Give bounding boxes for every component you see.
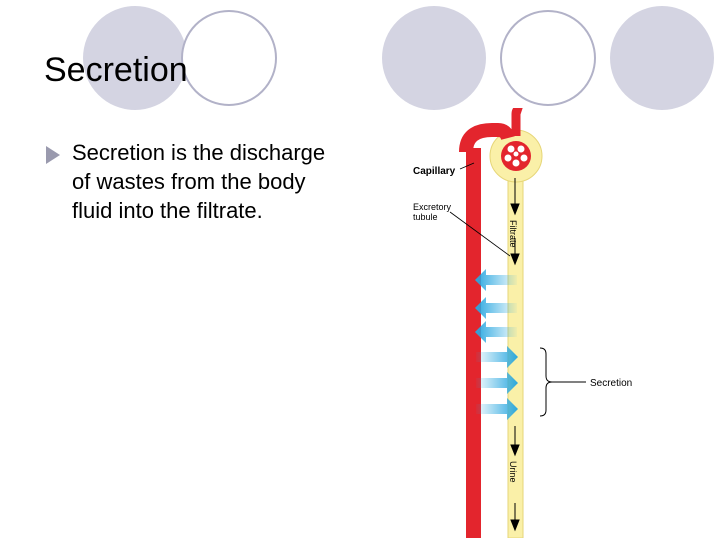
secretion-bracket xyxy=(540,348,552,416)
glomerulus xyxy=(501,141,531,171)
label-filtrate: Filtrate xyxy=(508,220,518,248)
secretion-arrows-left xyxy=(475,269,517,343)
secretion-diagram: Capillary Excretory tubule Filtrate Urin… xyxy=(380,108,650,538)
decor-circle-outline xyxy=(501,11,595,105)
secretion-arrows-right xyxy=(476,346,518,420)
label-urine: Urine xyxy=(508,461,518,483)
label-tubule: tubule xyxy=(413,212,438,222)
label-secretion: Secretion xyxy=(590,378,632,389)
label-capillary: Capillary xyxy=(413,166,456,177)
decor-circle-filled xyxy=(382,6,486,110)
capillary-vessel xyxy=(466,148,481,538)
bullet-text: Secretion is the discharge of wastes fro… xyxy=(72,138,342,225)
label-excretory: Excretory xyxy=(413,202,452,212)
decor-circle-outline xyxy=(182,11,276,105)
decor-circle-filled xyxy=(610,6,714,110)
bullet-arrow-icon xyxy=(46,146,60,164)
slide-title: Secretion xyxy=(44,50,188,90)
